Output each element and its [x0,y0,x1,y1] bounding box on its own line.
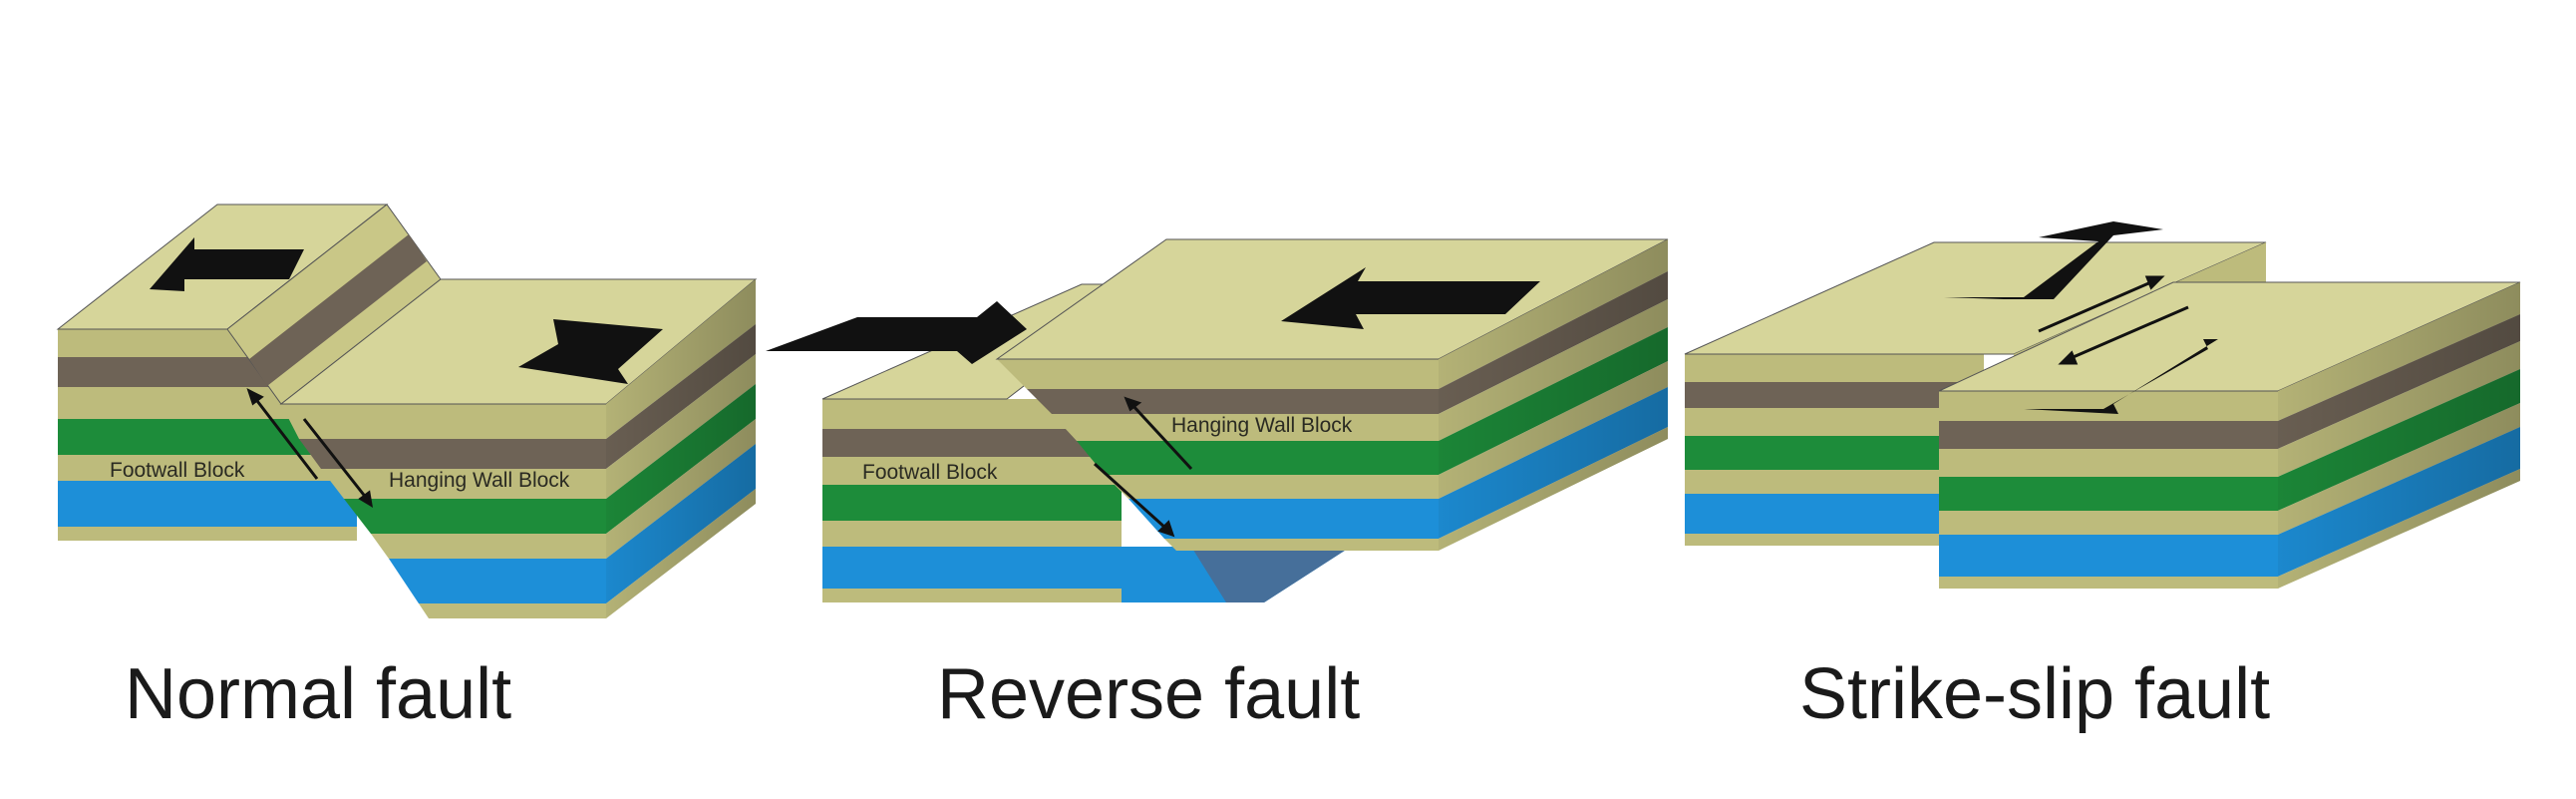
normal-fault-panel: Footwall Block Hanging Wall Block [56,203,758,618]
normal-right-motion-arrow [518,319,663,384]
reverse-slip-arrows [1093,396,1193,538]
normal-left-motion-arrow [150,237,304,291]
normal-fault-caption: Normal fault [125,654,512,734]
reverse-right-motion-arrow [1281,267,1540,329]
strike-slip-fault-caption: Strike-slip fault [1799,654,2271,734]
strike-slip-front-block [1938,281,2521,589]
reverse-footwall-label: Footwall Block [862,461,998,484]
normal-footwall-label: Footwall Block [110,459,245,482]
reverse-fault-caption: Reverse fault [937,654,1361,734]
reverse-fault-panel: Footwall Block Hanging Wall Block [766,238,1669,602]
reverse-left-motion-arrow [766,301,1027,364]
strike-slip-back-motion-arrow [1944,221,2163,299]
normal-hanging-wall-label: Hanging Wall Block [389,469,570,492]
strike-slip-slip-arrows [2038,275,2189,365]
normal-slip-arrows [246,388,374,508]
normal-hanging-wall-block [279,278,758,618]
strike-slip-fault-panel [1684,221,2521,589]
reverse-hanging-wall-label: Hanging Wall Block [1171,414,1353,437]
strike-slip-front-motion-arrow [2024,339,2218,414]
